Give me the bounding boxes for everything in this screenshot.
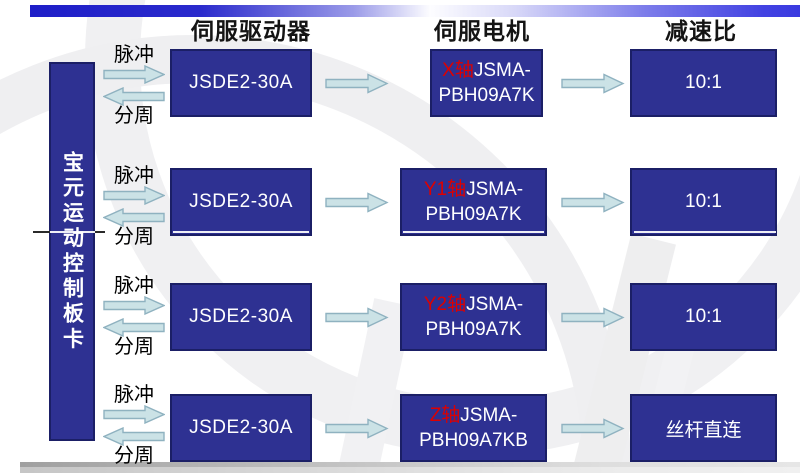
underline-artifact	[403, 231, 544, 233]
underline-artifact	[95, 231, 105, 233]
driver-box-row3: JSDE2-30A	[170, 283, 312, 351]
signal-group-row1: 脉冲 分周	[100, 45, 168, 126]
driver-model: JSDE2-30A	[189, 72, 293, 93]
signal-group-row3: 脉冲 分周	[100, 276, 168, 357]
column-header-reduction-ratio: 减速比	[665, 18, 737, 44]
ratio-box-row1: 10:1	[630, 49, 777, 117]
pulse-arrow-icon	[103, 296, 165, 315]
divide-label: 分周	[114, 336, 154, 358]
driver-to-motor-arrow-icon	[325, 418, 389, 439]
pulse-arrow-icon	[103, 186, 165, 205]
pulse-label: 脉冲	[114, 275, 154, 297]
driver-model: JSDE2-30A	[189, 191, 293, 212]
axis-label: Z轴	[429, 405, 461, 426]
column-header-servo-motor: 伺服电机	[434, 18, 530, 44]
motor-series: JSMA-	[466, 179, 524, 200]
underline-artifact	[50, 231, 95, 233]
underline-artifact	[33, 231, 50, 233]
signal-group-row2: 脉冲 分周	[100, 166, 168, 247]
motor-series: JSMA-	[473, 60, 531, 81]
divide-label: 分周	[114, 226, 154, 248]
divide-arrow-icon	[103, 208, 165, 227]
motor-series: JSMA-	[460, 405, 518, 426]
motor-to-ratio-arrow-icon	[561, 73, 625, 94]
driver-to-motor-arrow-icon	[325, 73, 389, 94]
axis-label: X轴	[442, 60, 474, 81]
driver-to-motor-arrow-icon	[325, 307, 389, 328]
motor-model-line2: PBH09A7KB	[419, 430, 528, 451]
driver-to-motor-arrow-icon	[325, 192, 389, 213]
signal-group-row4: 脉冲 分周	[100, 385, 168, 466]
pulse-label: 脉冲	[114, 165, 154, 187]
column-header-servo-driver: 伺服驱动器	[191, 18, 311, 44]
pulse-label: 脉冲	[114, 384, 154, 406]
pulse-label: 脉冲	[114, 44, 154, 66]
pulse-arrow-icon	[103, 405, 165, 424]
driver-box-row4: JSDE2-30A	[170, 394, 312, 462]
motor-to-ratio-arrow-icon	[561, 307, 625, 328]
motor-series: JSMA-	[466, 294, 524, 315]
slide-bottom-edge	[20, 462, 800, 473]
divide-arrow-icon	[103, 427, 165, 446]
driver-model: JSDE2-30A	[189, 417, 293, 438]
motor-box-row3: Y2轴JSMA- PBH09A7K	[400, 283, 547, 351]
title-bar	[30, 5, 800, 17]
driver-box-row2: JSDE2-30A	[170, 168, 312, 236]
motor-box-row1: X轴JSMA- PBH09A7K	[430, 49, 543, 117]
divide-label: 分周	[114, 445, 154, 467]
divide-arrow-icon	[103, 87, 165, 106]
controller-board-label: 宝元运动控制板卡	[60, 150, 84, 353]
motor-model-line1: X轴JSMA-	[442, 58, 531, 83]
motor-model-line1: Y2轴JSMA-	[424, 292, 523, 317]
underline-artifact	[634, 231, 776, 233]
ratio-value: 10:1	[685, 306, 722, 327]
motor-model-line1: Z轴JSMA-	[430, 403, 518, 428]
ratio-value: 丝杆直连	[665, 419, 742, 441]
ratio-box-row4: 丝杆直连	[630, 394, 777, 462]
ratio-box-row2: 10:1	[630, 168, 777, 236]
motor-to-ratio-arrow-icon	[561, 418, 625, 439]
ratio-value: 10:1	[685, 72, 722, 93]
motor-model-line2: PBH09A7K	[425, 319, 522, 340]
driver-box-row1: JSDE2-30A	[170, 49, 312, 117]
divide-label: 分周	[114, 105, 154, 127]
motor-model-line2: PBH09A7K	[425, 204, 522, 225]
underline-artifact	[173, 231, 309, 233]
motor-box-row2: Y1轴JSMA- PBH09A7K	[400, 168, 547, 236]
motor-box-row4: Z轴JSMA- PBH09A7KB	[400, 394, 547, 462]
controller-board-box: 宝元运动控制板卡	[49, 62, 95, 441]
pulse-arrow-icon	[103, 65, 165, 84]
axis-label: Y2轴	[423, 294, 467, 315]
motor-to-ratio-arrow-icon	[561, 192, 625, 213]
ratio-box-row3: 10:1	[630, 283, 777, 351]
driver-model: JSDE2-30A	[189, 306, 293, 327]
motor-model-line1: Y1轴JSMA-	[424, 177, 523, 202]
axis-label: Y1轴	[423, 179, 467, 200]
ratio-value: 10:1	[685, 191, 722, 212]
divide-arrow-icon	[103, 318, 165, 337]
motor-model-line2: PBH09A7K	[438, 85, 535, 106]
